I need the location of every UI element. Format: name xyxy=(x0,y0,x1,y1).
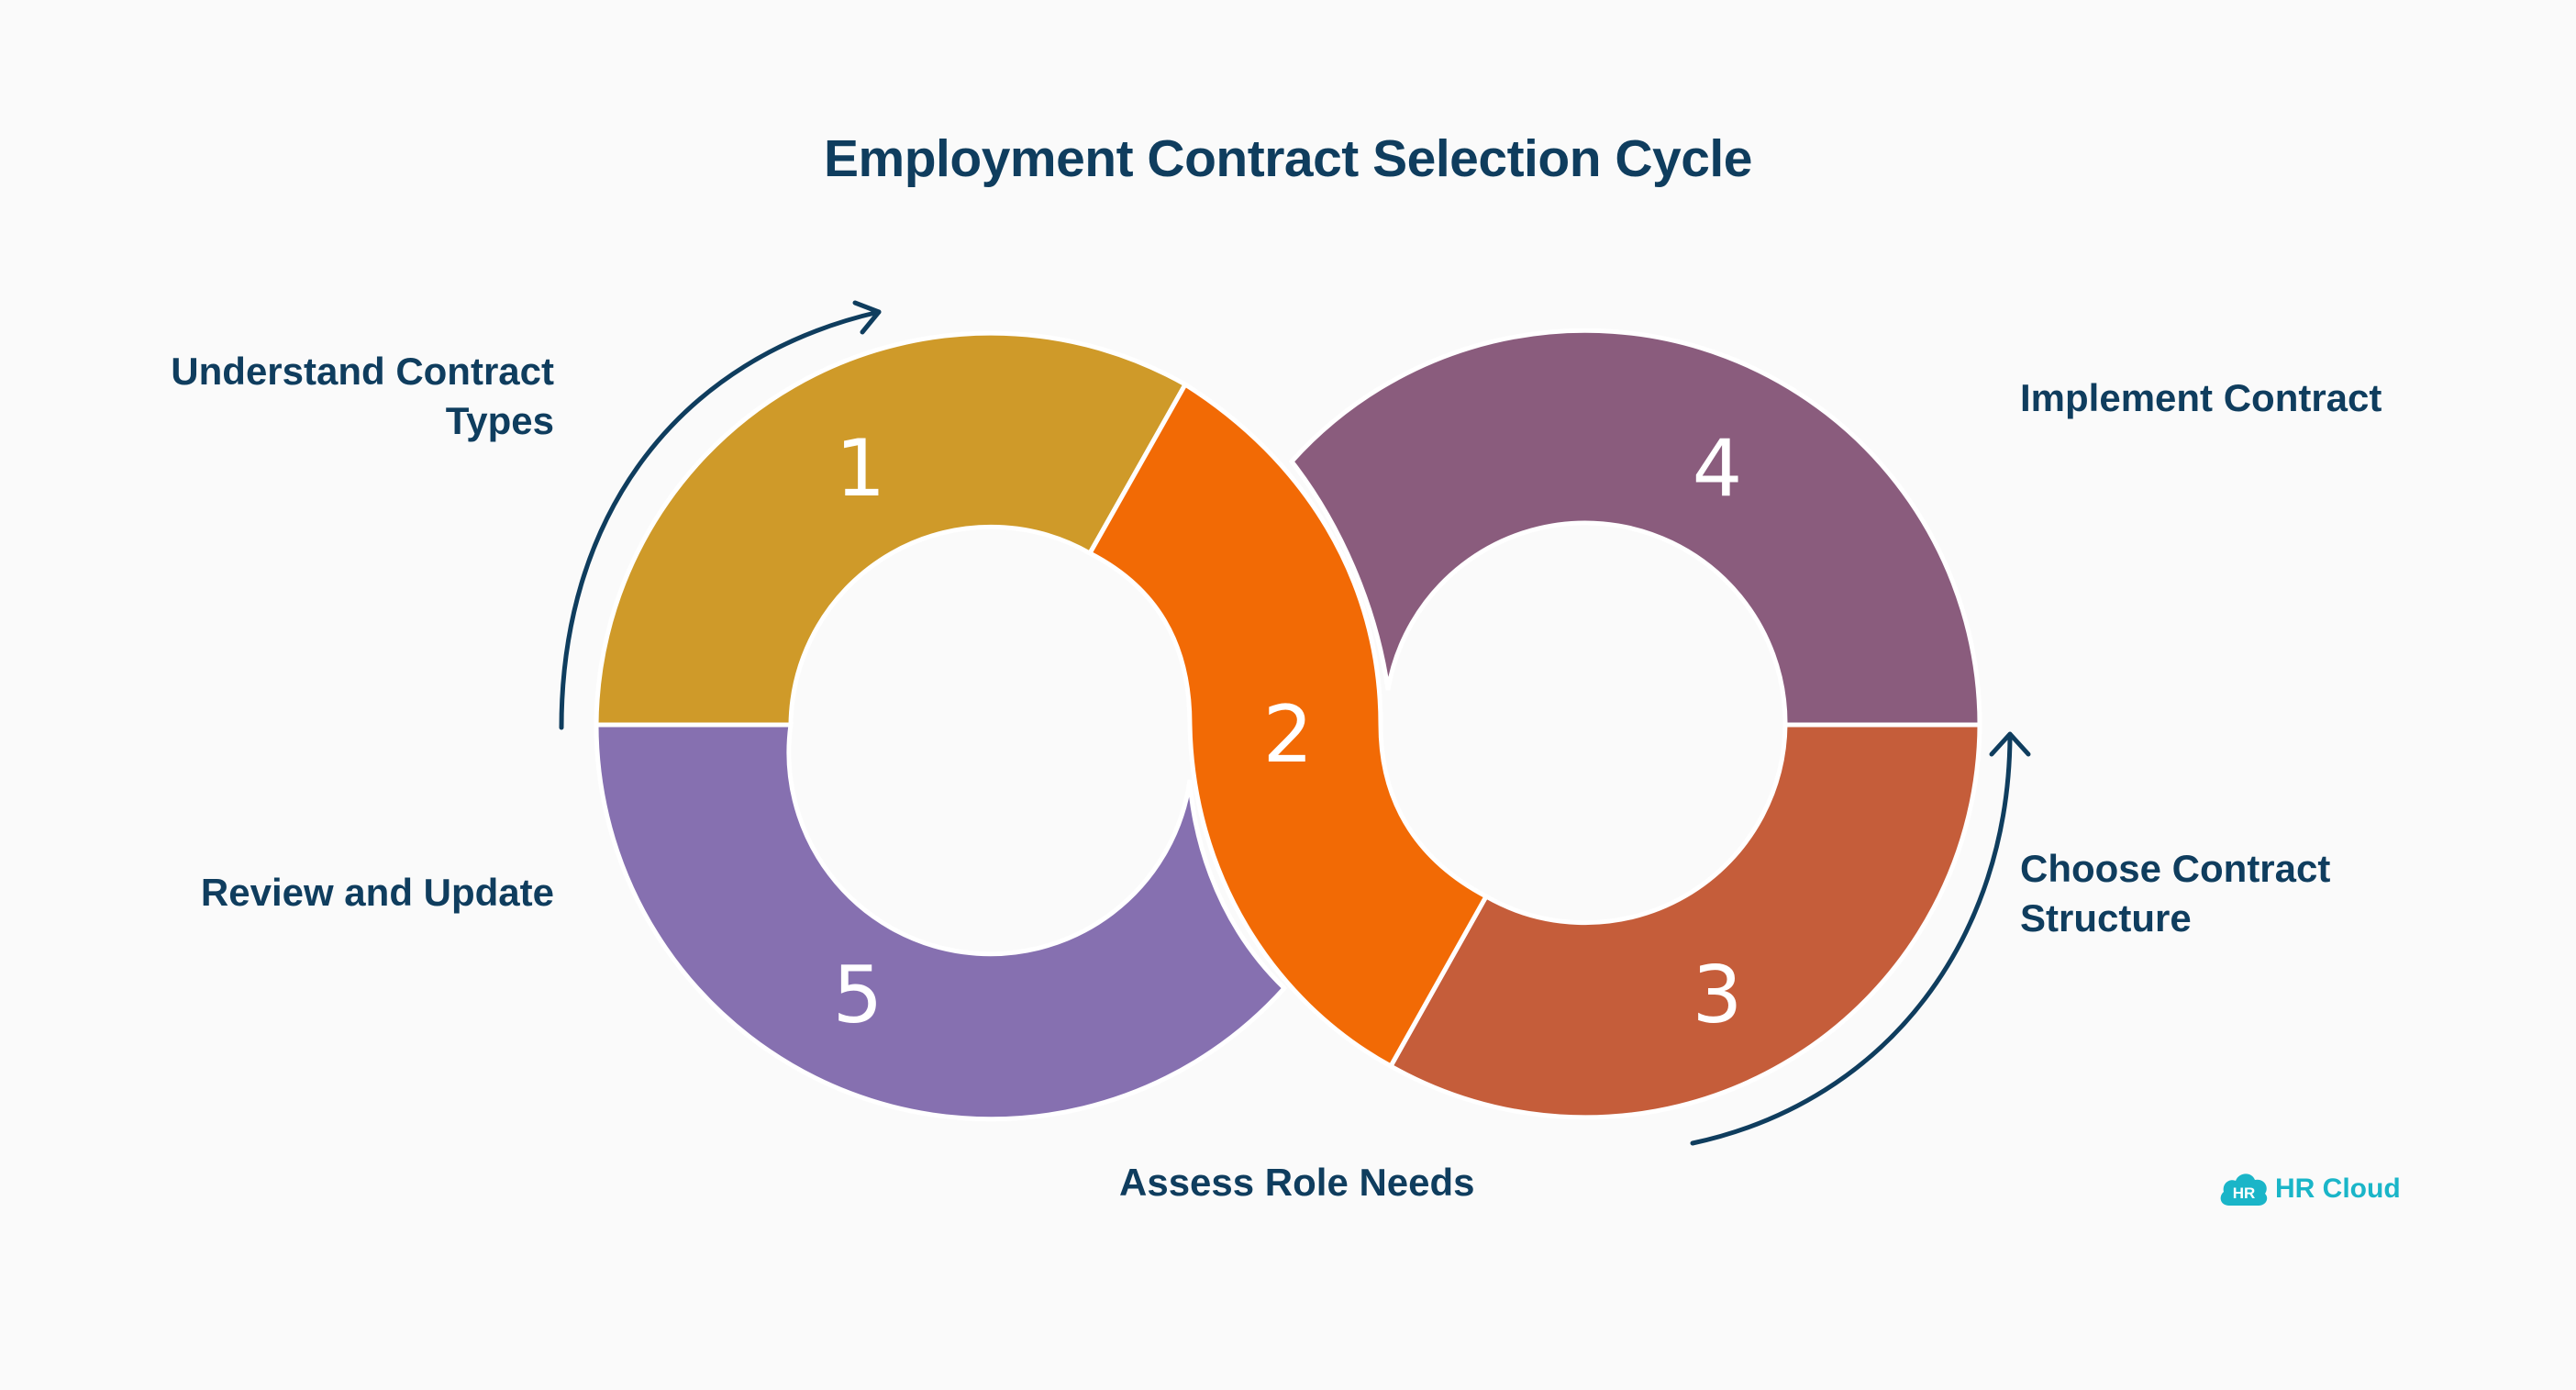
segment-3 xyxy=(1387,722,1982,1120)
step-5-label: Review and Update xyxy=(200,871,554,914)
segment-5 xyxy=(594,722,1288,1122)
step-4-label: Implement Contract xyxy=(2020,376,2382,419)
segment-4 xyxy=(1288,328,1982,728)
segment-1-number: 1 xyxy=(836,423,886,515)
segment-5-number: 5 xyxy=(833,950,883,1041)
cycle-arrow-left xyxy=(559,300,882,730)
segment-3-number: 3 xyxy=(1693,950,1743,1041)
segment-1 xyxy=(594,330,1189,728)
segment-2-number: 2 xyxy=(1263,689,1314,781)
cycle-arrow-right xyxy=(1690,731,2031,1146)
step-2-label: Assess Role Needs xyxy=(1119,1161,1475,1204)
logo-badge-text: HR xyxy=(2233,1184,2256,1202)
hr-cloud-logo: HR HR Cloud xyxy=(2216,1165,2401,1213)
step-1-label: Understand Contract Types xyxy=(171,350,554,442)
segment-2 xyxy=(1086,381,1490,1070)
segment-4-number: 4 xyxy=(1693,423,1743,515)
step-3-label: Choose Contract Structure xyxy=(2020,847,2331,940)
cloud-icon: HR xyxy=(2220,1173,2268,1206)
logo-wordmark: HR Cloud xyxy=(2275,1173,2401,1204)
page-title: Employment Contract Selection Cycle xyxy=(824,129,1752,188)
